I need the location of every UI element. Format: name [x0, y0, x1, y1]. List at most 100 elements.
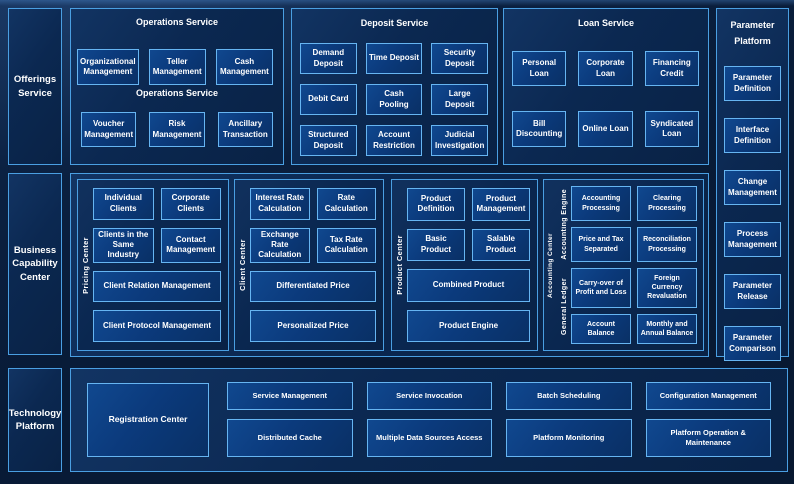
product-box: Basic Product [407, 228, 465, 261]
technology-box: Service Management [227, 382, 353, 411]
deposit-box: Judicial Investigation [431, 125, 488, 156]
parameter-platform-box: Change Management [724, 170, 781, 206]
loan-service-title: Loan Service [577, 18, 635, 28]
operations-box: Ancillary Transaction [217, 112, 273, 147]
accounting-box: Reconciliation Processing [637, 227, 697, 262]
pricing-center-label: Pricing Center [81, 236, 90, 294]
product-row: Combined Product [407, 269, 530, 302]
product-center-content: Product Definition Product Management Ba… [407, 180, 537, 350]
operations-service-title: Operations Service [135, 17, 219, 27]
product-center-panel: Product Center Product Definition Produc… [391, 179, 538, 351]
client-row: Interest Rate Calculation Rate Calculati… [250, 188, 376, 220]
accounting-engine-grid: Accounting Processing Clearing Processin… [571, 186, 697, 262]
parameter-platform-title: Parameter Platform [730, 20, 775, 47]
technology-box: Configuration Management [645, 382, 771, 411]
loan-row-2: Bill Discounting Online Loan Syndicated … [512, 111, 699, 147]
accounting-box: Clearing Processing [637, 186, 697, 221]
pricing-box: Clients in the Same Industry [93, 227, 154, 263]
client-wide-box: Personalized Price [250, 310, 376, 342]
loan-row-1: Personal Loan Corporate Loan Financing C… [512, 51, 699, 86]
parameter-platform-panel: Parameter Platform Parameter Definition … [716, 8, 789, 362]
client-box: Tax Rate Calculation [316, 227, 376, 263]
client-wide-box: Differentiated Price [250, 270, 376, 303]
business-capability-label: Business Capability Center [12, 245, 58, 283]
product-box: Product Management [472, 188, 530, 221]
loan-box: Financing Credit [644, 51, 699, 86]
client-center-content: Interest Rate Calculation Rate Calculati… [250, 180, 383, 350]
deposit-service-title: Deposit Service [360, 18, 429, 28]
parameter-platform-box: Parameter Release [724, 274, 781, 310]
deposit-box: Debit Card [300, 84, 357, 115]
technology-grid: Service Management Service Invocation Ba… [227, 382, 771, 457]
product-center-label: Product Center [395, 235, 404, 295]
technology-platform-panel: Registration Center Service Management S… [70, 368, 788, 472]
general-ledger-label: General Ledger [560, 277, 568, 335]
deposit-box: Time Deposit [365, 43, 423, 74]
operations-service-panel: Operations Service Organizational Manage… [70, 8, 284, 165]
loan-box: Bill Discounting [512, 111, 567, 147]
operations-row-1: Organizational Management Teller Managem… [77, 49, 273, 85]
accounting-engine-strip: Accounting Engine [557, 186, 571, 262]
deposit-box: Demand Deposit [300, 43, 357, 74]
operations-box: Teller Management [148, 49, 206, 85]
pricing-center-panel: Pricing Center Individual Clients Corpor… [77, 179, 229, 351]
operations-box: Voucher Management [81, 112, 137, 147]
operations-service-subtitle: Operations Service [135, 88, 219, 98]
pricing-wide-box: Client Protocol Management [93, 310, 221, 342]
pricing-box: Individual Clients [93, 188, 154, 220]
operations-box: Risk Management [149, 112, 205, 147]
product-row: Product Engine [407, 309, 530, 342]
pricing-box: Corporate Clients [160, 188, 221, 220]
deposit-box: Structured Deposit [300, 125, 357, 156]
operations-row-2: Voucher Management Risk Management Ancil… [81, 112, 273, 147]
accounting-center-label: Accounting Center [547, 232, 554, 298]
operations-box: Organizational Management [77, 49, 139, 85]
technology-box: Service Invocation [366, 382, 492, 411]
ledger-box: Monthly and Annual Balance [637, 313, 697, 344]
offerings-service-sidebar: Offerings Service [8, 8, 62, 165]
parameter-platform-box: Parameter Comparison [724, 326, 781, 362]
client-row: Personalized Price [250, 310, 376, 342]
offerings-service-label: Offerings Service [13, 74, 57, 99]
client-box: Exchange Rate Calculation [250, 227, 310, 263]
technology-box: Platform Operation & Maintenance [645, 419, 771, 457]
loan-box: Syndicated Loan [644, 111, 699, 147]
product-row: Product Definition Product Management [407, 188, 530, 221]
ledger-box: Carry-over of Profit and Loss [571, 268, 631, 308]
pricing-row: Client Relation Management [93, 270, 221, 303]
parameter-platform-box: Parameter Definition [724, 66, 781, 102]
client-center-strip: Client Center [235, 180, 250, 350]
technology-box: Multiple Data Sources Access [366, 419, 492, 457]
deposit-box: Cash Pooling [365, 84, 423, 115]
product-box: Product Definition [407, 188, 465, 221]
deposit-box: Account Restriction [365, 125, 423, 156]
operations-box: Cash Management [215, 49, 273, 85]
client-row: Differentiated Price [250, 270, 376, 303]
deposit-box: Security Deposit [431, 43, 488, 74]
loan-service-panel: Loan Service Personal Loan Corporate Loa… [503, 8, 709, 165]
loan-box: Corporate Loan [578, 51, 633, 86]
technology-platform-label: Technology Platform [8, 407, 62, 432]
technology-box: Batch Scheduling [506, 382, 632, 411]
client-center-panel: Client Center Interest Rate Calculation … [234, 179, 384, 351]
business-capability-container: Pricing Center Individual Clients Corpor… [70, 173, 709, 357]
client-box: Interest Rate Calculation [250, 188, 310, 220]
pricing-wide-box: Client Relation Management [93, 270, 221, 303]
client-center-label: Client Center [238, 239, 247, 291]
accounting-box: Accounting Processing [571, 186, 631, 221]
registration-center-box: Registration Center [87, 383, 209, 457]
pricing-box: Contact Management [160, 227, 221, 263]
ledger-box: Account Balance [571, 313, 631, 344]
product-wide-box: Combined Product [407, 269, 530, 302]
accounting-engine-label: Accounting Engine [560, 188, 568, 260]
loan-box: Personal Loan [512, 51, 567, 86]
accounting-center-panel: Accounting Center Accounting Engine Acco… [543, 179, 704, 351]
client-row: Exchange Rate Calculation Tax Rate Calcu… [250, 227, 376, 263]
parameter-platform-box: Process Management [724, 222, 781, 258]
general-ledger-grid: Carry-over of Profit and Loss Foreign Cu… [571, 268, 697, 344]
pricing-center-strip: Pricing Center [78, 180, 93, 350]
technology-box: Platform Monitoring [506, 419, 632, 457]
accounting-box: Price and Tax Separated [571, 227, 631, 262]
product-wide-box: Product Engine [407, 309, 530, 342]
